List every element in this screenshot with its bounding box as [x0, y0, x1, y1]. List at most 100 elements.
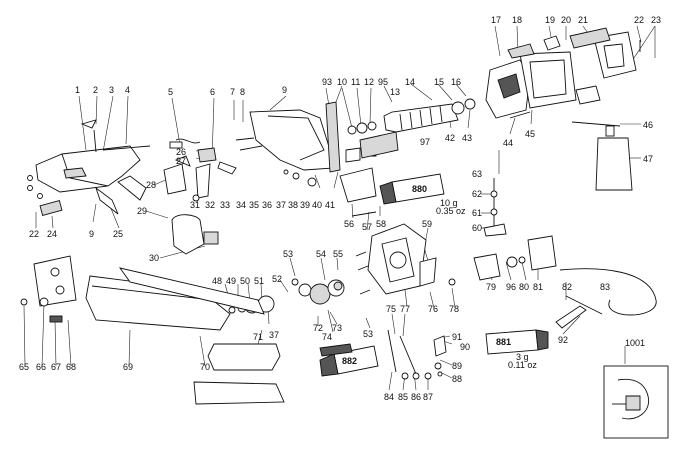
part-label-30: 30 — [149, 253, 159, 263]
part-label-23: 23 — [651, 15, 661, 25]
part-label-58: 58 — [376, 219, 386, 229]
part-label-28: 28 — [146, 180, 156, 190]
part-label-84: 84 — [384, 392, 394, 402]
part-label-61: 61 — [472, 208, 482, 218]
part-label-69: 69 — [123, 362, 133, 372]
motor-housing — [235, 101, 377, 187]
part-label-79: 79 — [486, 282, 496, 292]
part-label-90: 90 — [460, 342, 470, 352]
part-label-2: 2 — [93, 85, 98, 95]
part-label-35: 35 — [249, 200, 259, 210]
part-label-85: 85 — [398, 392, 408, 402]
part-label-56: 56 — [344, 219, 354, 229]
part-label-57: 57 — [362, 222, 372, 232]
part-label-13: 13 — [390, 87, 400, 97]
guide-bar-assembly — [20, 255, 285, 405]
part-label-82: 82 — [562, 282, 572, 292]
part-label-38: 38 — [288, 200, 298, 210]
grease-tube-880: 880 10 g 0.35 oz — [379, 173, 466, 216]
stator-assembly — [485, 27, 641, 127]
part-label-25: 25 — [113, 229, 123, 239]
part-label-21: 21 — [578, 15, 588, 25]
tube-882-label: 882 — [342, 356, 357, 366]
grease-tube-882: 882 — [319, 343, 379, 377]
oil-bottle — [595, 125, 633, 191]
tube-881-label: 881 — [496, 337, 511, 347]
part-label-46: 46 — [643, 120, 653, 130]
part-label-6: 6 — [210, 87, 215, 97]
tube-881-qty-g: 3 g — [516, 352, 529, 362]
part-label-83: 83 — [600, 282, 610, 292]
part-label-75: 75 — [386, 304, 396, 314]
part-label-70: 70 — [200, 362, 210, 372]
part-label-92: 92 — [558, 335, 568, 345]
part-label-36: 36 — [262, 200, 272, 210]
part-label-68: 68 — [66, 362, 76, 372]
part-label-53b: 53 — [363, 329, 373, 339]
part-label-7: 7 — [230, 87, 235, 97]
part-label-32: 32 — [205, 200, 215, 210]
part-label-55: 55 — [333, 249, 343, 259]
part-label-62: 62 — [472, 189, 482, 199]
part-label-51: 51 — [254, 276, 264, 286]
part-label-42: 42 — [445, 133, 455, 143]
detail-inset-1001 — [603, 365, 669, 439]
grease-tube-881: 881 3 g 0.11 oz — [485, 329, 549, 370]
front-handle-assembly — [27, 119, 151, 216]
part-label-3: 3 — [109, 85, 114, 95]
part-label-66: 66 — [36, 362, 46, 372]
part-label-39: 39 — [300, 200, 310, 210]
part-label-49: 49 — [226, 276, 236, 286]
chain-tensioner — [387, 329, 447, 380]
part-label-17: 17 — [491, 15, 501, 25]
part-label-26: 26 — [176, 147, 186, 157]
part-label-16: 16 — [451, 77, 461, 87]
part-label-37b: 37 — [269, 330, 279, 340]
part-label-41: 41 — [325, 200, 335, 210]
part-label-1: 1 — [75, 85, 80, 95]
part-label-37: 37 — [276, 200, 286, 210]
part-label-9: 9 — [282, 85, 287, 95]
part-label-88: 88 — [452, 374, 462, 384]
part-label-22b: 22 — [29, 229, 39, 239]
part-label-10: 10 — [337, 77, 347, 87]
part-label-53: 53 — [283, 249, 293, 259]
part-label-76: 76 — [428, 304, 438, 314]
part-label-11: 11 — [351, 77, 360, 87]
part-label-93: 93 — [322, 77, 332, 87]
switch-assembly — [163, 138, 237, 255]
part-label-31: 31 — [190, 200, 200, 210]
part-label-8: 8 — [240, 87, 245, 97]
part-label-77: 77 — [400, 304, 410, 314]
part-label-63: 63 — [472, 169, 482, 179]
part-label-5: 5 — [168, 87, 173, 97]
part-label-97: 97 — [420, 137, 430, 147]
part-label-33: 33 — [220, 200, 230, 210]
spindle-group — [473, 178, 657, 329]
part-label-81: 81 — [533, 282, 543, 292]
part-label-67: 67 — [51, 362, 61, 372]
tube-880-label: 880 — [412, 184, 427, 194]
part-label-59: 59 — [422, 219, 432, 229]
part-label-40: 40 — [312, 200, 322, 210]
part-label-22: 22 — [634, 15, 644, 25]
armature-assembly — [347, 98, 476, 135]
part-label-60: 60 — [472, 223, 482, 233]
part-label-86: 86 — [411, 392, 421, 402]
part-label-87: 87 — [423, 392, 433, 402]
part-label-14: 14 — [405, 77, 415, 87]
part-label-91: 91 — [452, 332, 462, 342]
part-label-71: 71 — [253, 332, 263, 342]
part-label-27: 27 — [176, 156, 186, 166]
part-label-95: 95 — [378, 77, 388, 87]
part-label-20: 20 — [561, 15, 571, 25]
part-label-24: 24 — [47, 229, 57, 239]
part-label-34: 34 — [236, 200, 246, 210]
tube-881-qty-oz: 0.11 oz — [508, 360, 537, 370]
part-label-1001: 1001 — [625, 338, 645, 348]
part-label-54: 54 — [316, 249, 326, 259]
gear-housing — [339, 131, 456, 295]
part-label-15: 15 — [434, 77, 444, 87]
part-label-4: 4 — [125, 85, 130, 95]
